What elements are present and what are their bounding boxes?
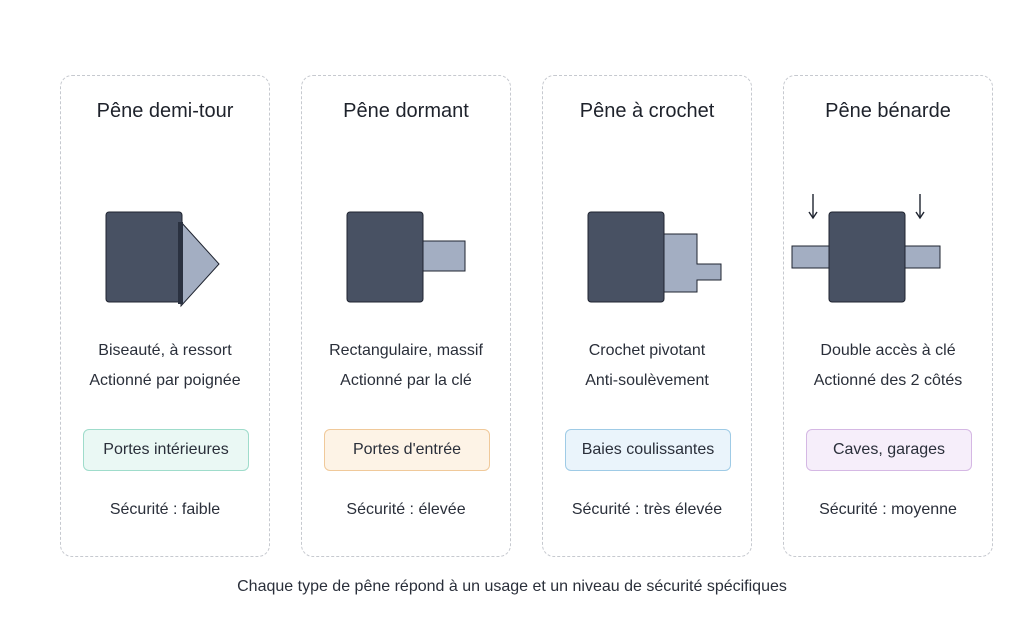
down-arrow-icon	[915, 194, 925, 220]
desc-line: Actionné des 2 côtés	[813, 372, 963, 389]
usage-badge: Portes intérieures	[83, 429, 249, 471]
lock-case	[105, 211, 183, 303]
card-title: Pêne à crochet	[579, 100, 715, 122]
card-title: Pêne demi-tour	[96, 100, 234, 122]
usage-badge: Caves, garages	[806, 429, 972, 471]
usage-badge: Portes d'entrée	[324, 429, 490, 471]
deadbolt-illustration	[302, 192, 512, 312]
left-bolt	[791, 245, 833, 269]
latch-bolt-illustration	[61, 192, 271, 312]
desc-line: Biseauté, à ressort	[98, 342, 232, 359]
card-description: Double accès à clé Actionné des 2 côtés	[784, 336, 992, 396]
card-description: Rectangulaire, massif Actionné par la cl…	[302, 336, 510, 396]
desc-line: Actionné par poignée	[89, 372, 241, 389]
down-arrow-icon	[808, 194, 818, 220]
card-description: Crochet pivotant Anti-soulèvement	[543, 336, 751, 396]
card-pene-a-crochet: Pêne à crochet Crochet pivotant Anti-sou…	[542, 75, 752, 557]
security-level: Sécurité : faible	[109, 501, 221, 518]
lock-case	[587, 211, 665, 303]
security-level: Sécurité : moyenne	[819, 501, 957, 518]
security-level: Sécurité : élevée	[346, 501, 466, 518]
desc-line: Rectangulaire, massif	[329, 342, 483, 359]
latch-types-diagram: Pêne demi-tour Biseauté, à ressort Actio…	[60, 75, 995, 557]
hook-bolt	[662, 233, 722, 293]
double-bolt-illustration	[784, 192, 994, 312]
card-description: Biseauté, à ressort Actionné par poignée	[61, 336, 269, 396]
faceplate-edge	[178, 222, 183, 304]
right-bolt	[901, 245, 941, 269]
lock-case	[346, 211, 424, 303]
rectangular-bolt	[421, 240, 466, 272]
diagram-caption: Chaque type de pêne répond à un usage et…	[237, 578, 787, 595]
usage-badge: Baies coulissantes	[565, 429, 731, 471]
desc-line: Double accès à clé	[820, 342, 956, 359]
card-pene-demi-tour: Pêne demi-tour Biseauté, à ressort Actio…	[60, 75, 270, 557]
beveled-bolt	[180, 220, 220, 308]
hook-bolt-illustration	[543, 192, 753, 312]
desc-line: Crochet pivotant	[588, 342, 706, 359]
card-pene-benarde: Pêne bénarde Double accès à clé Actionné…	[783, 75, 993, 557]
card-title: Pêne dormant	[343, 100, 469, 122]
card-title: Pêne bénarde	[825, 100, 951, 122]
card-pene-dormant: Pêne dormant Rectangulaire, massif Actio…	[301, 75, 511, 557]
security-level: Sécurité : très élevée	[571, 501, 723, 518]
desc-line: Actionné par la clé	[340, 372, 472, 389]
desc-line: Anti-soulèvement	[585, 372, 709, 389]
lock-case	[828, 211, 906, 303]
